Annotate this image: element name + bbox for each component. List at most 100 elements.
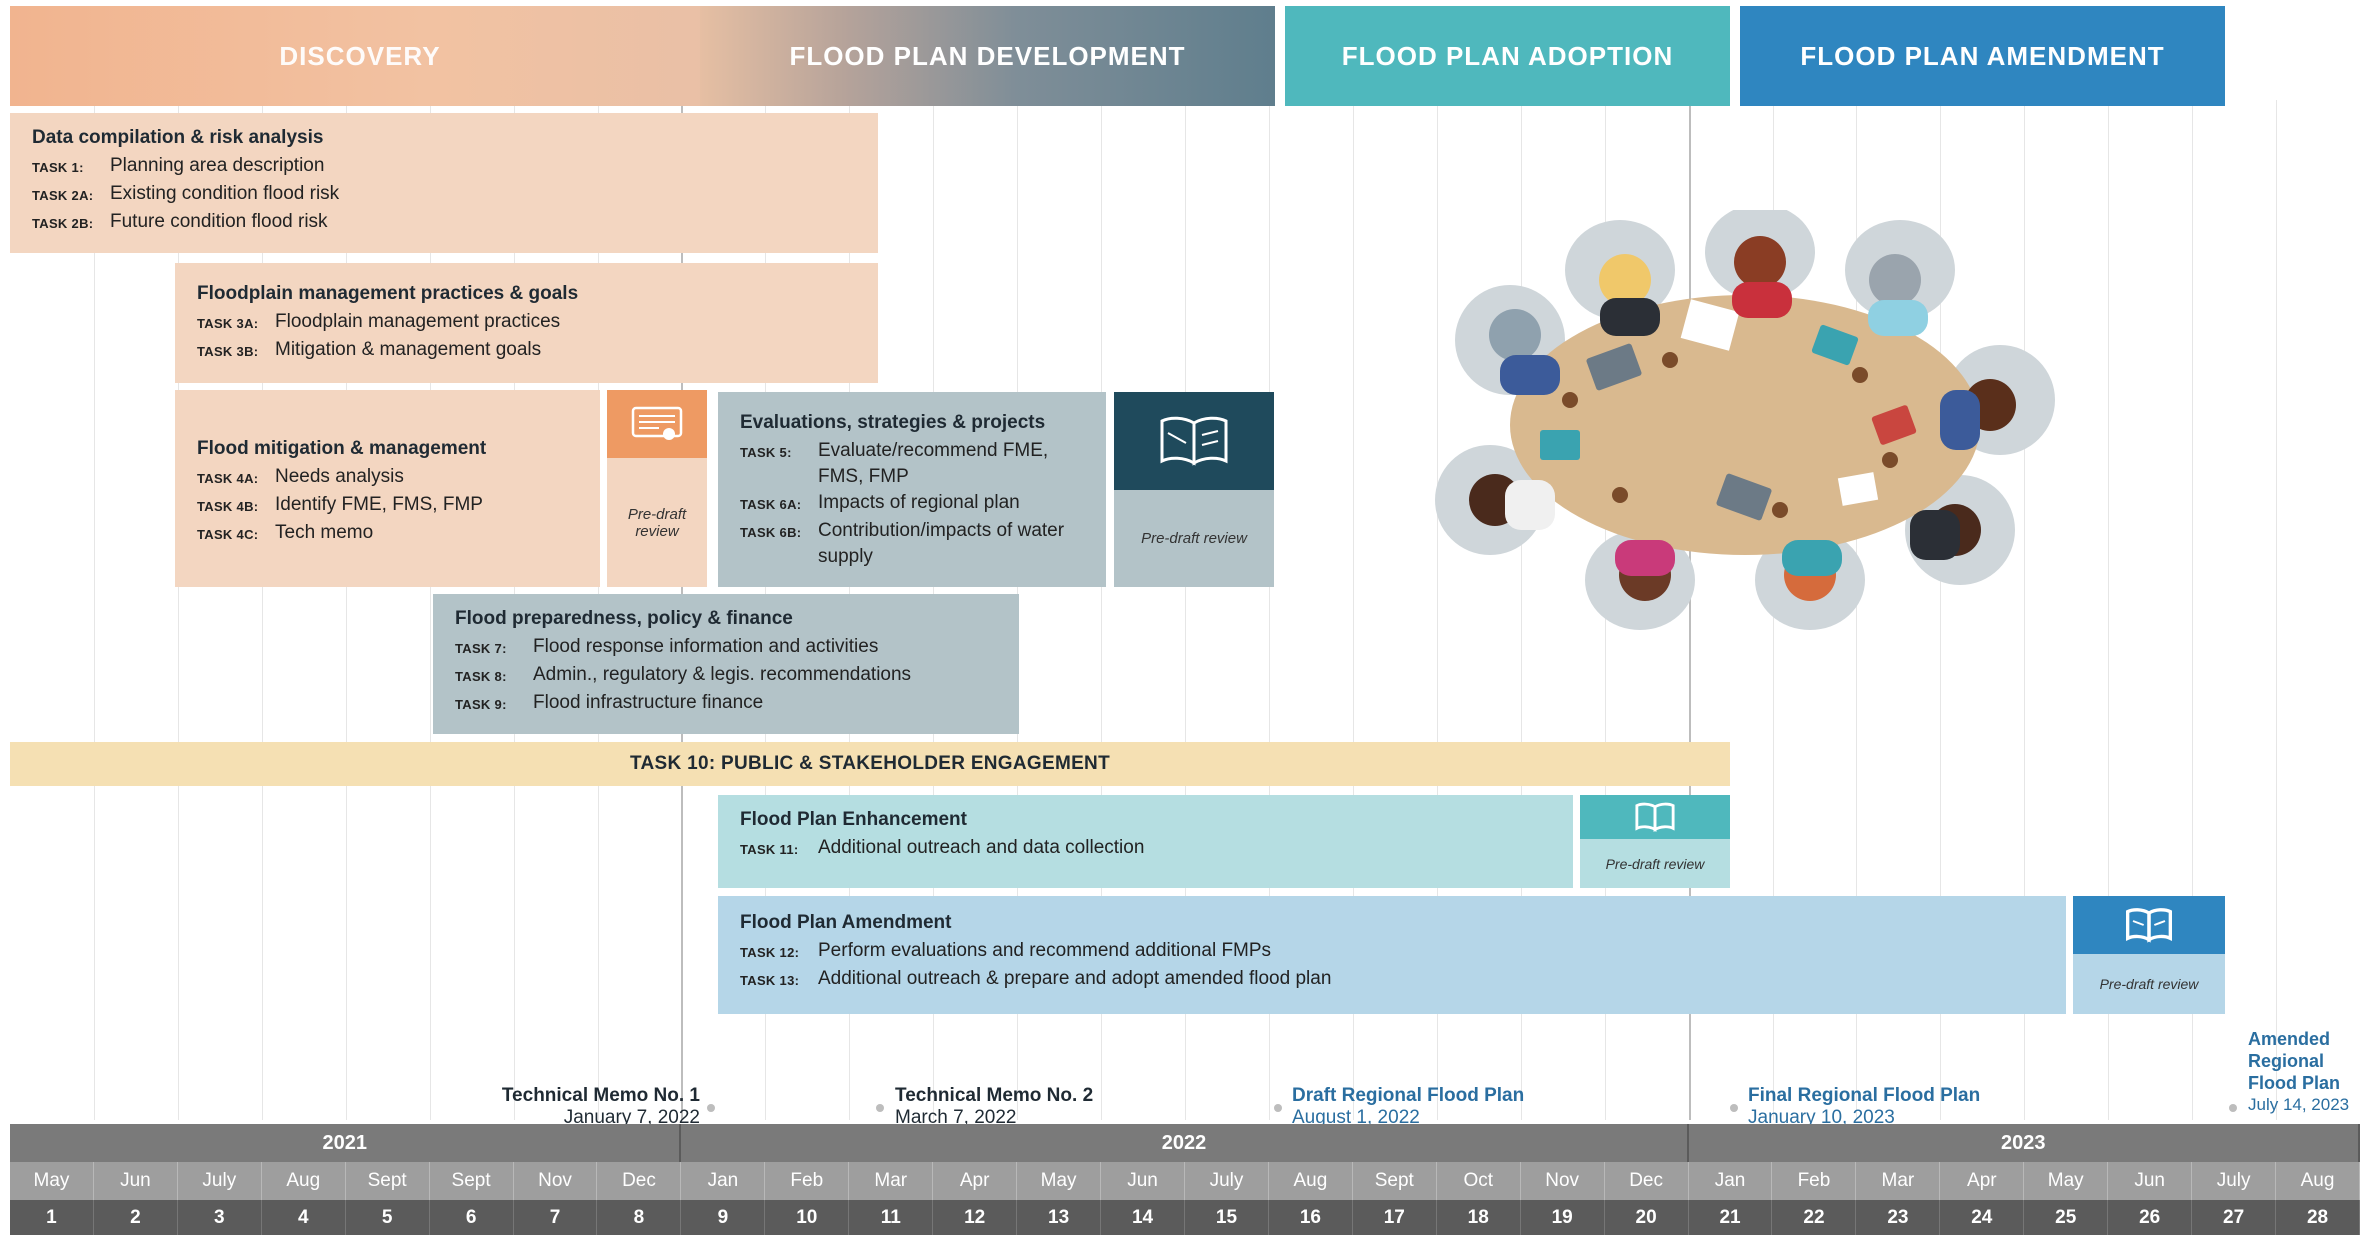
milestone-memo2: Technical Memo No. 2 March 7, 2022	[895, 1085, 1094, 1128]
task-title: Flood Plan Amendment	[740, 912, 952, 933]
timeline-number: 24	[1940, 1200, 2025, 1235]
timeline-number: 25	[2024, 1200, 2109, 1235]
task-box-evaluations: Evaluations, strategies & projects TASK …	[718, 392, 1106, 587]
phase-development-label: FLOOD PLAN DEVELOPMENT	[789, 40, 1186, 71]
timeline-numbers	[10, 1200, 2360, 1235]
timeline-month: July	[178, 1162, 262, 1200]
timeline-number: 23	[1856, 1200, 1941, 1235]
milestone-draft: Draft Regional Flood Plan August 1, 2022	[1292, 1085, 1525, 1128]
timeline-month: Jun	[1101, 1162, 1185, 1200]
review-amendment: Pre-draft review	[2073, 896, 2225, 1014]
task-box-enhancement: Flood Plan Enhancement TASK 11:Additiona…	[718, 795, 1573, 888]
timeline-year: 2021	[10, 1124, 682, 1162]
task-row: TASK 13:Additional outreach & prepare an…	[740, 968, 1332, 989]
task-row: TASK 11:Additional outreach and data col…	[740, 837, 1145, 858]
timeline-number: 28	[2276, 1200, 2360, 1235]
month-gridline	[2276, 100, 2278, 1120]
timeline-number: 13	[1017, 1200, 1102, 1235]
review-mitigation: Pre-draft review	[607, 390, 707, 587]
timeline-month: Jan	[1689, 1162, 1773, 1200]
engagement-label: TASK 10: PUBLIC & STAKEHOLDER ENGAGEMENT	[630, 753, 1110, 774]
task-row: TASK 3B:Mitigation & management goals	[197, 339, 542, 360]
task-title: Evaluations, strategies & projects	[740, 412, 1046, 433]
task-row: TASK 4C:Tech memo	[197, 522, 374, 543]
timeline-month: Mar	[1856, 1162, 1941, 1200]
task-row: TASK 5:Evaluate/recommend FME, FMS, FMP	[740, 440, 1049, 487]
timeline-month: Apr	[933, 1162, 1018, 1200]
timeline-month: May	[2024, 1162, 2109, 1200]
timeline-month: Feb	[765, 1162, 850, 1200]
task-box-mitigation: Flood mitigation & management TASK 4A:Ne…	[175, 390, 600, 587]
milestone-final: Final Regional Flood Plan January 10, 20…	[1748, 1085, 1981, 1128]
task-row: TASK 4B:Identify FME, FMS, FMP	[197, 494, 483, 515]
month-gridline	[1856, 100, 1858, 1120]
month-gridline	[345, 100, 347, 1120]
month-gridline	[429, 100, 431, 1120]
timeline-number: 2	[94, 1200, 178, 1235]
task-row: TASK 2B:Future condition flood risk	[32, 211, 328, 232]
timeline-number: 22	[1773, 1200, 1857, 1235]
timeline-number: 19	[1521, 1200, 1605, 1235]
open-book-icon	[1580, 795, 1730, 839]
task-box-floodplain: Floodplain management practices & goals …	[175, 263, 878, 383]
timeline-month: Aug	[1269, 1162, 1353, 1200]
phase-adoption-label: FLOOD PLAN ADOPTION	[1341, 40, 1674, 71]
keyboard-hand-icon	[607, 390, 707, 458]
timeline-number: 5	[346, 1200, 430, 1235]
task-row: TASK 1:Planning area description	[32, 155, 325, 176]
timeline-month: Apr	[1940, 1162, 2025, 1200]
phase-discovery-label: DISCOVERY	[279, 40, 441, 71]
timeline-number: 4	[262, 1200, 346, 1235]
month-gridline	[2108, 100, 2110, 1120]
timeline-month: May	[1017, 1162, 1102, 1200]
milestone-marker	[2229, 1104, 2237, 1112]
timeline-year: 2022	[681, 1124, 1689, 1162]
milestone-marker	[1730, 1104, 1738, 1112]
month-gridline	[1940, 100, 1942, 1120]
task-title: Data compilation & risk analysis	[32, 127, 324, 148]
timeline-month: Sept	[1353, 1162, 1437, 1200]
timeline-number: 3	[178, 1200, 262, 1235]
milestone-marker	[707, 1104, 715, 1112]
task-row: TASK 2A:Existing condition flood risk	[32, 183, 340, 204]
timeline-month: Nov	[514, 1162, 598, 1200]
timeline-month: July	[2192, 1162, 2277, 1200]
task-title: Flood mitigation & management	[197, 438, 487, 459]
month-gridline	[2192, 100, 2194, 1120]
timeline-month: Jan	[681, 1162, 766, 1200]
timeline-month: Oct	[1437, 1162, 1521, 1200]
month-gridline	[1688, 100, 1691, 1120]
timeline-month: Nov	[1521, 1162, 1605, 1200]
month-gridline	[93, 100, 95, 1120]
phase-amendment: FLOOD PLAN AMENDMENT	[1740, 6, 2225, 106]
timeline-number: 27	[2192, 1200, 2277, 1235]
task-row: TASK 6B:Contribution/impacts of water su…	[740, 520, 1065, 567]
task-row: TASK 9:Flood infrastructure finance	[455, 692, 764, 713]
timeline-year: 2023	[1689, 1124, 2360, 1162]
task-bar-engagement: TASK 10: PUBLIC & STAKEHOLDER ENGAGEMENT	[10, 742, 1730, 786]
review-label: Pre-draft review	[1141, 530, 1247, 547]
review-label: Pre-draft review	[2099, 976, 2199, 992]
timeline-number: 7	[514, 1200, 598, 1235]
task-title: Flood preparedness, policy & finance	[455, 608, 793, 629]
timeline-number: 6	[430, 1200, 514, 1235]
month-gridline	[177, 100, 179, 1120]
review-evaluations: Pre-draft review	[1114, 392, 1274, 587]
timeline-month: May	[10, 1162, 94, 1200]
timeline-months	[10, 1162, 2360, 1200]
task-box-data-compilation: Data compilation & risk analysis TASK 1:…	[10, 113, 878, 253]
month-gridline	[1436, 100, 1438, 1120]
task-row: TASK 8:Admin., regulatory & legis. recom…	[455, 664, 912, 685]
meeting-table-icon	[1420, 204, 2070, 640]
timeline-years	[10, 1124, 2360, 1162]
timeline-number: 8	[598, 1200, 682, 1235]
month-gridline	[261, 100, 263, 1120]
timeline-month: Dec	[1605, 1162, 1689, 1200]
timeline-month: Aug	[262, 1162, 346, 1200]
timeline-number: 15	[1185, 1200, 1269, 1235]
timeline-month: Jun	[2108, 1162, 2193, 1200]
month-gridline	[2024, 100, 2026, 1120]
open-book-icon	[1114, 392, 1274, 490]
timeline-month: Aug	[2276, 1162, 2360, 1200]
timeline-month: Sept	[430, 1162, 514, 1200]
